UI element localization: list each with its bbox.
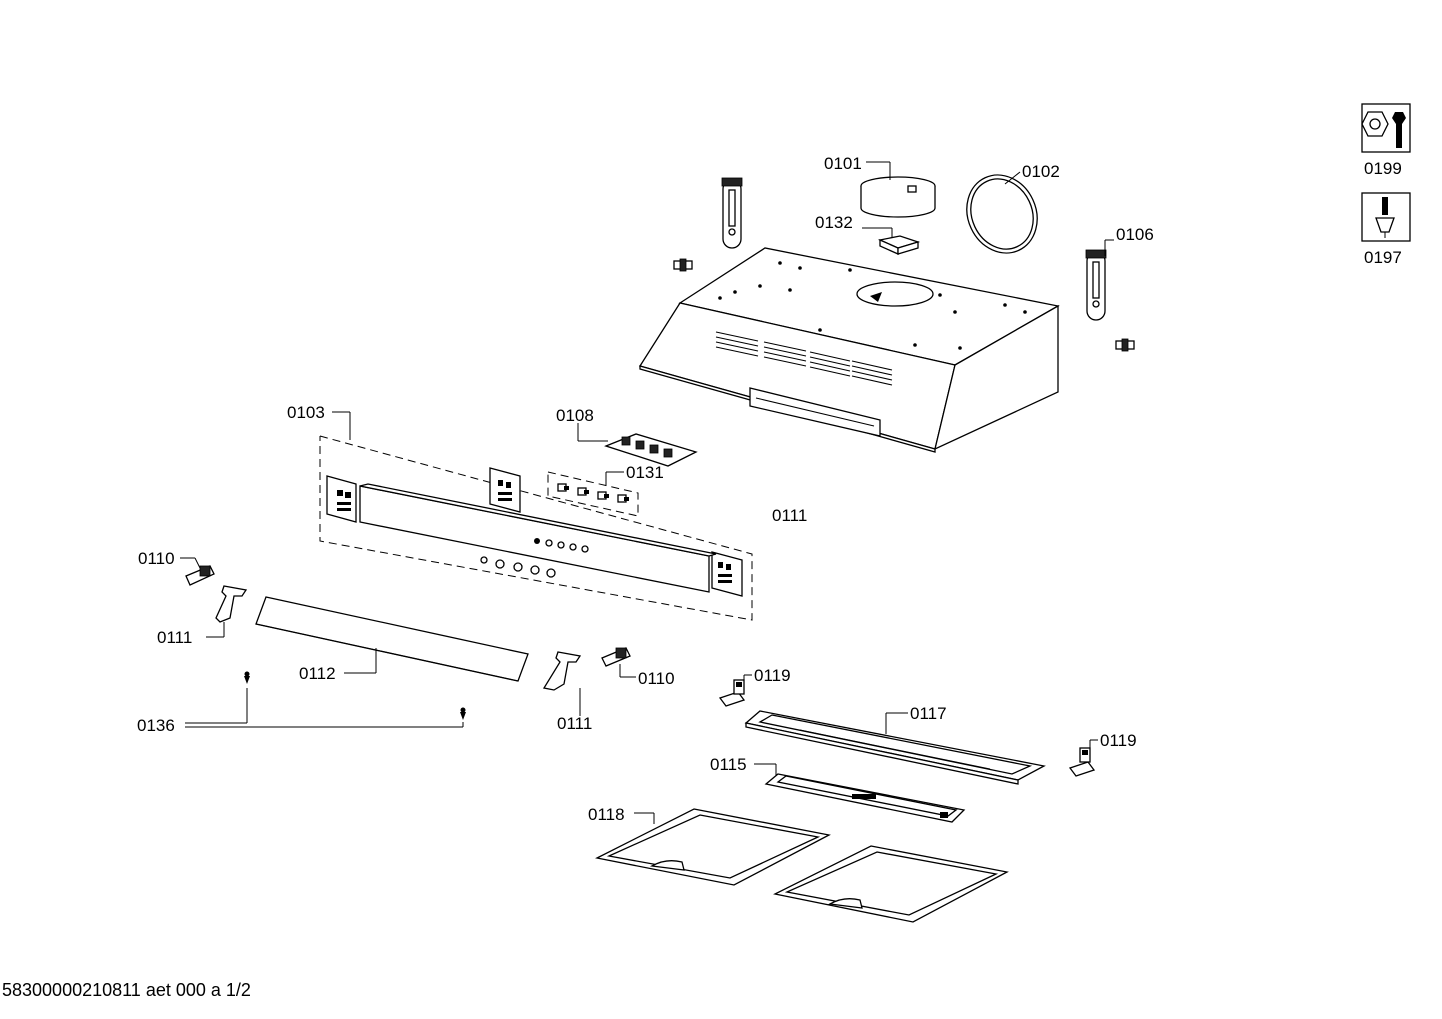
hinge-right-part <box>542 651 582 691</box>
label-0111-right: 0111 <box>557 714 592 733</box>
switch-board-part <box>604 433 698 467</box>
label-0103: 0103 <box>287 403 325 422</box>
hinge-left-part <box>215 585 248 623</box>
screw-right-part <box>460 707 466 720</box>
label-0119-top: 0119 <box>754 666 791 685</box>
label-0131: 0131 <box>626 463 664 482</box>
light-cover-part <box>764 773 966 823</box>
filter-clip-top-part <box>718 679 746 707</box>
label-0110-right: 0110 <box>638 669 675 688</box>
control-panel-group <box>319 435 753 621</box>
label-0136: 0136 <box>137 716 175 735</box>
screw-left-part <box>244 671 250 684</box>
label-0115: 0115 <box>710 755 747 774</box>
bracket-part <box>877 235 921 256</box>
gasket-ring-part <box>966 174 1038 254</box>
front-cover-panel-part <box>255 596 529 682</box>
clip-left-part <box>673 258 693 272</box>
wall-bracket-left-part <box>721 177 743 249</box>
end-cap-right-part <box>711 551 743 597</box>
label-0108: 0108 <box>556 406 594 425</box>
label-0119-right: 0119 <box>1100 731 1137 750</box>
label-0111-main: 0111 <box>772 506 807 525</box>
button-knobs-part <box>480 556 556 578</box>
filter-frame-part <box>744 710 1046 785</box>
label-0101: 0101 <box>824 154 862 173</box>
tool-label-0197: 0197 <box>1364 248 1402 267</box>
end-cap-left-part <box>326 475 357 523</box>
label-0132: 0132 <box>815 213 853 232</box>
label-0112: 0112 <box>299 664 336 683</box>
tool-label-0199: 0199 <box>1364 159 1402 178</box>
label-0111-left: 0111 <box>157 628 192 647</box>
end-cap-mid-part <box>489 467 521 513</box>
label-0110-left: 0110 <box>138 549 175 568</box>
label-0106: 0106 <box>1116 225 1154 244</box>
hood-housing-part <box>638 247 1060 453</box>
grease-filter-right-part <box>773 845 1009 923</box>
screwdriver-tool-icon <box>1361 192 1411 242</box>
label-0118: 0118 <box>588 805 625 824</box>
wall-bracket-right-part <box>1085 249 1107 321</box>
duct-connector-part <box>860 176 936 218</box>
front-panel-bar-part <box>359 483 717 593</box>
grease-filter-left-part <box>595 808 831 886</box>
document-footer-code: 58300000210811 aet 000 a 1/2 <box>2 980 251 1000</box>
clip-right-part <box>1115 338 1135 352</box>
lamp-holder-left-part <box>185 565 215 586</box>
lamp-holder-right-part <box>601 647 631 667</box>
wrench-tool-icon <box>1361 103 1411 153</box>
push-buttons-group <box>547 471 639 517</box>
label-0102: 0102 <box>1022 162 1060 181</box>
filter-clip-right-part <box>1068 747 1096 777</box>
label-0117: 0117 <box>910 704 947 723</box>
